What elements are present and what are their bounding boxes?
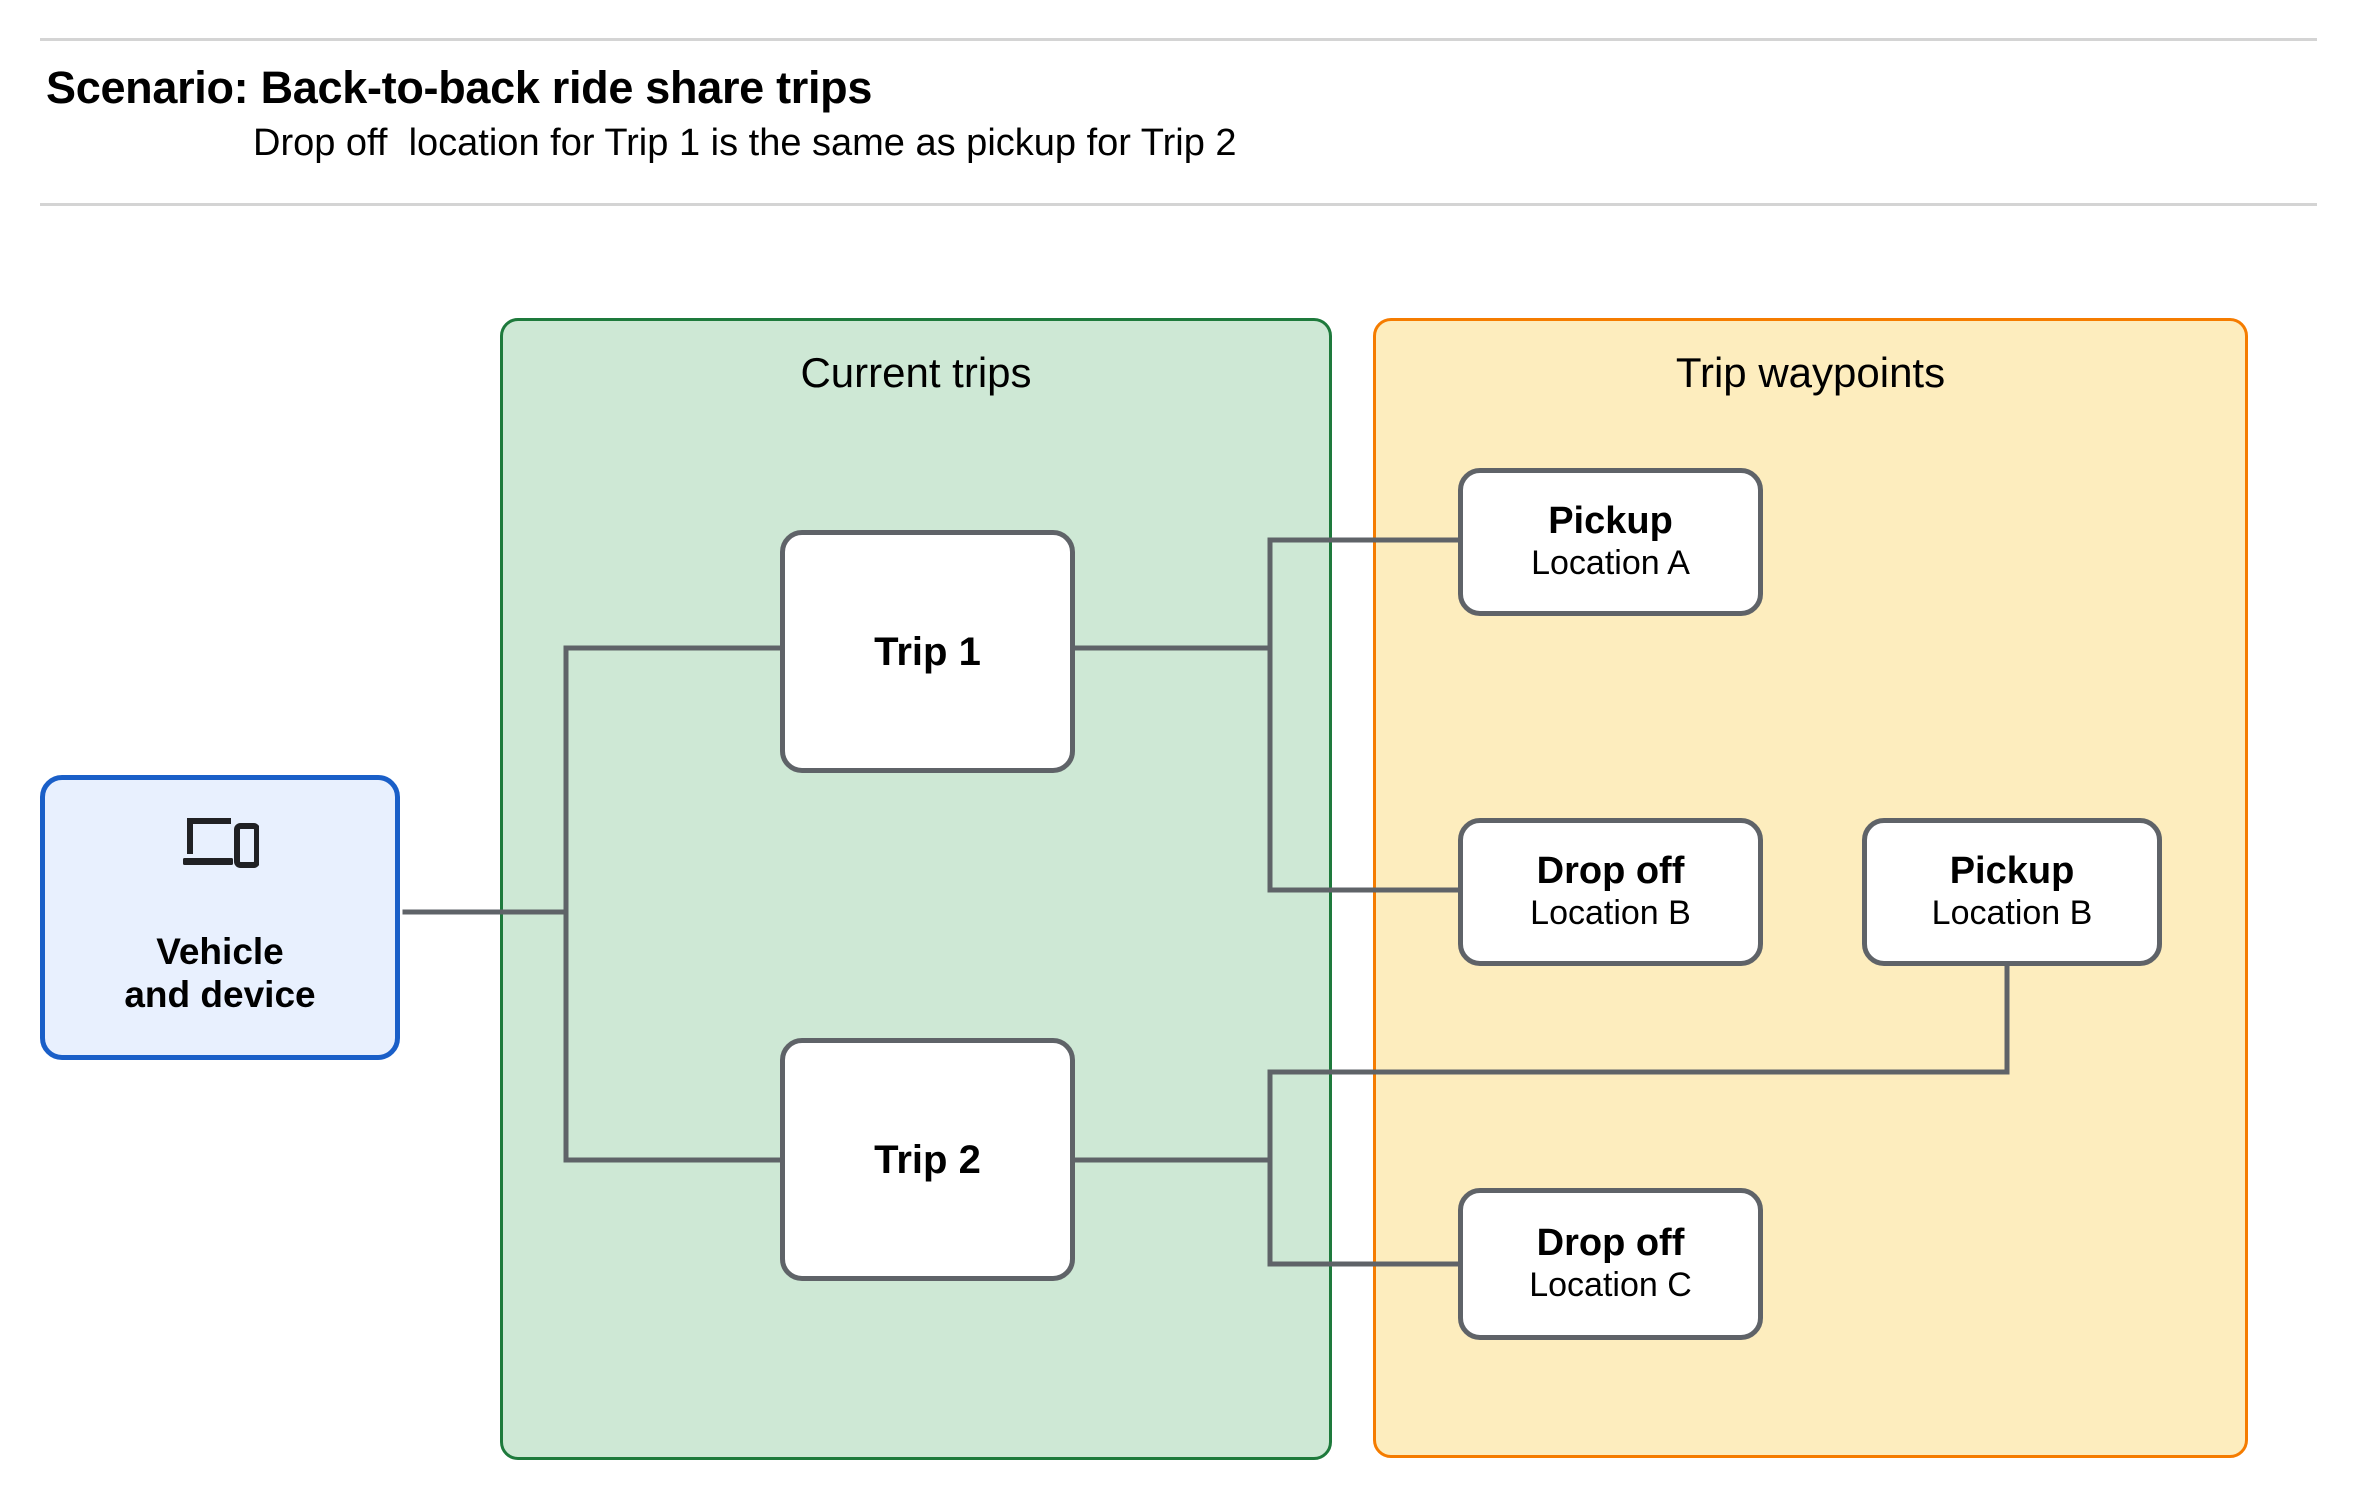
laptop-and-phone-icon: [181, 814, 260, 877]
group-trip-waypoints-title: Trip waypoints: [1675, 349, 1946, 396]
group-current-trips-title: Current trips: [800, 349, 1032, 396]
node-pickup-b-type: Pickup: [1949, 849, 2075, 892]
node-pickup-a-location: Location A: [1531, 544, 1690, 583]
header-rule-top: [40, 38, 2317, 41]
node-waypoint-dropoff-b[interactable]: Drop off Location B: [1458, 818, 1763, 966]
node-vehicle-and-device[interactable]: Vehicle and device: [40, 775, 400, 1060]
node-dropoff-b-location: Location B: [1530, 894, 1691, 933]
node-trip-2-label: Trip 2: [874, 1137, 981, 1182]
node-trip-1-label: Trip 1: [874, 629, 981, 674]
page-subtitle: Drop off location for Trip 1 is the same…: [253, 122, 1237, 164]
header-rule-bottom: [40, 203, 2317, 206]
node-vehicle-label: Vehicle and device: [124, 931, 316, 1015]
node-trip-1[interactable]: Trip 1: [780, 530, 1075, 773]
page-title: Scenario: Back-to-back ride share trips: [46, 62, 873, 113]
node-waypoint-dropoff-c[interactable]: Drop off Location C: [1458, 1188, 1763, 1340]
node-waypoint-pickup-b[interactable]: Pickup Location B: [1862, 818, 2162, 966]
node-dropoff-c-location: Location C: [1529, 1266, 1692, 1305]
node-dropoff-c-type: Drop off: [1536, 1221, 1685, 1264]
node-pickup-a-type: Pickup: [1548, 499, 1673, 542]
node-waypoint-pickup-a[interactable]: Pickup Location A: [1458, 468, 1763, 616]
node-pickup-b-location: Location B: [1931, 894, 2093, 933]
group-current-trips: Current trips: [500, 318, 1332, 1460]
node-dropoff-b-type: Drop off: [1536, 849, 1685, 892]
node-trip-2[interactable]: Trip 2: [780, 1038, 1075, 1281]
